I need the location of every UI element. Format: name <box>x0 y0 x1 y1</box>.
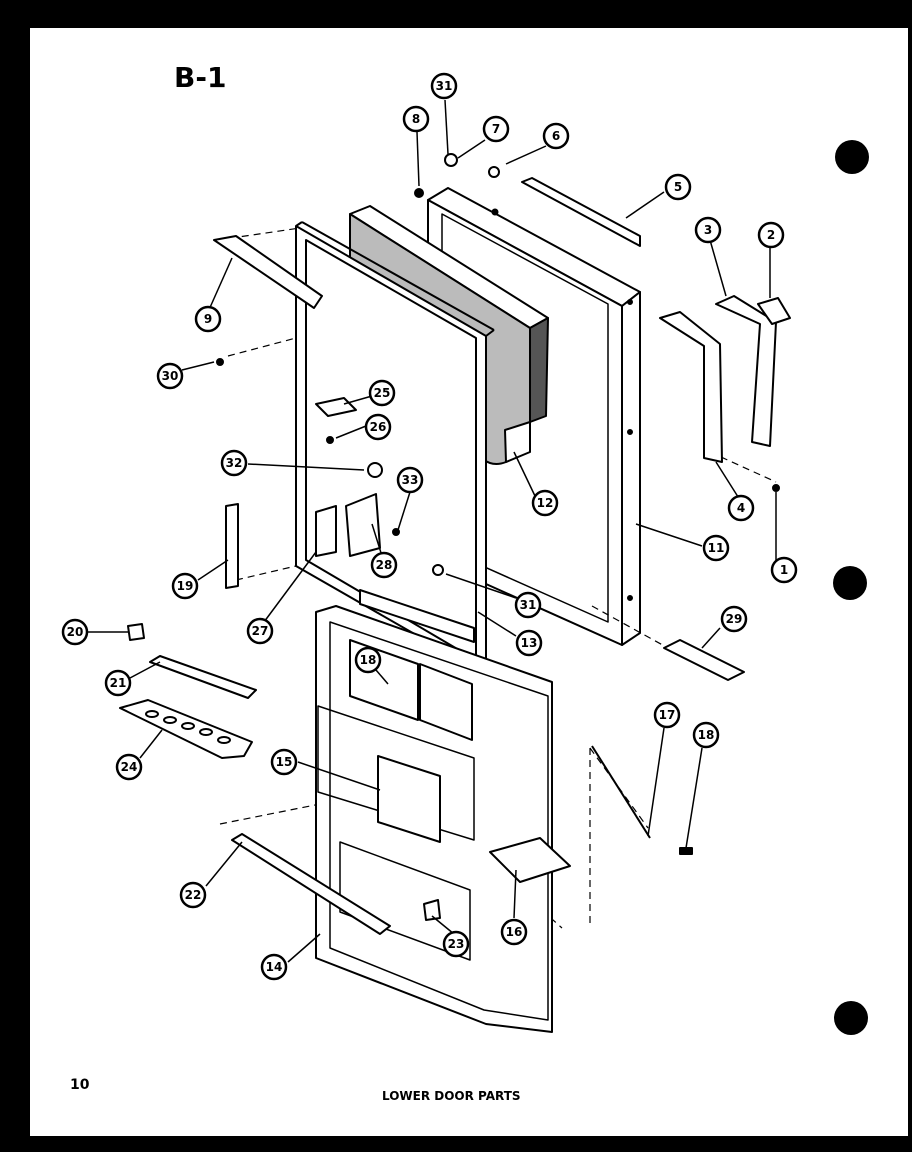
spring-part-18 <box>679 847 693 855</box>
svg-text:31: 31 <box>436 79 453 93</box>
callout-16: 16 <box>500 918 528 946</box>
egg-tray-part-24 <box>119 699 253 759</box>
svg-text:9: 9 <box>204 312 212 326</box>
svg-text:22: 22 <box>185 888 202 902</box>
callout-1: 1 <box>770 556 798 584</box>
callout-23: 23 <box>442 930 470 958</box>
callout-18-liner: 18 <box>354 646 382 674</box>
svg-text:30: 30 <box>162 369 179 383</box>
side-strip-part-19 <box>225 503 239 589</box>
callout-8: 8 <box>402 105 430 133</box>
callout-31-bottom: 31 <box>514 591 542 619</box>
hinge-plate-part-28 <box>345 493 381 557</box>
svg-text:7: 7 <box>492 122 500 136</box>
callout-26: 26 <box>364 413 392 441</box>
callout-17: 17 <box>653 701 681 729</box>
callout-13: 13 <box>515 629 543 657</box>
callout-22: 22 <box>179 881 207 909</box>
pin-part-17 <box>591 745 651 839</box>
svg-text:31: 31 <box>520 598 537 612</box>
svg-text:16: 16 <box>506 925 523 939</box>
callout-15: 15 <box>270 748 298 776</box>
callout-31-top: 31 <box>430 72 458 100</box>
svg-text:8: 8 <box>412 112 420 126</box>
svg-text:5: 5 <box>674 180 682 194</box>
rack-bar-part-21 <box>149 655 257 699</box>
svg-text:23: 23 <box>448 937 465 951</box>
svg-text:25: 25 <box>374 386 391 400</box>
rack-bar-part-22 <box>231 833 391 935</box>
callout-20: 20 <box>61 618 89 646</box>
callout-7: 7 <box>482 115 510 143</box>
svg-text:26: 26 <box>370 420 387 434</box>
svg-text:21: 21 <box>110 676 127 690</box>
svg-text:2: 2 <box>767 228 775 242</box>
svg-text:24: 24 <box>121 760 138 774</box>
plug-strip-part-27 <box>315 505 337 557</box>
svg-text:15: 15 <box>276 755 293 769</box>
svg-text:6: 6 <box>552 129 560 143</box>
punch-hole <box>835 140 869 174</box>
callout-29: 29 <box>720 605 748 633</box>
hinge-brackets-parts-2-3-4 <box>659 295 791 463</box>
page-caption: LOWER DOOR PARTS <box>382 1089 521 1103</box>
callout-24: 24 <box>115 753 143 781</box>
callout-3: 3 <box>694 216 722 244</box>
leader-lines <box>88 99 777 963</box>
svg-text:12: 12 <box>537 496 554 510</box>
svg-text:4: 4 <box>737 501 745 515</box>
callout-2: 2 <box>757 221 785 249</box>
callout-9: 9 <box>194 305 222 333</box>
svg-text:19: 19 <box>177 579 194 593</box>
exploded-view-drawing <box>88 99 791 1033</box>
punch-hole <box>833 566 867 600</box>
callout-11: 11 <box>702 534 730 562</box>
svg-text:32: 32 <box>226 456 243 470</box>
svg-text:17: 17 <box>659 708 676 722</box>
callout-5: 5 <box>664 173 692 201</box>
page-number: 10 <box>70 1077 90 1093</box>
shelf-bar-part-9 <box>213 235 323 309</box>
svg-text:20: 20 <box>67 625 84 639</box>
callout-6: 6 <box>542 122 570 150</box>
dairy-tray-part-16 <box>489 837 571 883</box>
svg-text:1: 1 <box>780 563 788 577</box>
callout-28: 28 <box>370 551 398 579</box>
callout-19: 19 <box>171 572 199 600</box>
svg-text:29: 29 <box>726 612 743 626</box>
callout-30: 30 <box>156 362 184 390</box>
callout-12: 12 <box>531 489 559 517</box>
svg-text:14: 14 <box>266 960 283 974</box>
callout-33: 33 <box>396 466 424 494</box>
bottom-trim-part-29 <box>663 639 745 681</box>
svg-text:18: 18 <box>698 728 715 742</box>
callout-4: 4 <box>727 494 755 522</box>
svg-text:3: 3 <box>704 223 712 237</box>
callout-markers: 1 2 3 4 5 6 7 8 9 11 12 13 14 15 16 17 1… <box>61 72 798 981</box>
callout-25: 25 <box>368 379 396 407</box>
top-trim-part-5 <box>521 177 641 247</box>
svg-text:13: 13 <box>521 636 538 650</box>
svg-text:33: 33 <box>402 473 419 487</box>
callout-18-spring: 18 <box>692 721 720 749</box>
svg-text:27: 27 <box>252 624 269 638</box>
mount-plate-part-25 <box>315 397 357 417</box>
callout-27: 27 <box>246 617 274 645</box>
svg-text:18: 18 <box>360 653 377 667</box>
svg-text:28: 28 <box>376 558 393 572</box>
clip-part-20 <box>127 623 145 641</box>
section-title: B-1 <box>174 61 226 94</box>
clip-part-23 <box>423 899 441 921</box>
svg-text:11: 11 <box>708 541 725 555</box>
punch-hole <box>834 1001 868 1035</box>
callout-21: 21 <box>104 669 132 697</box>
callout-14: 14 <box>260 953 288 981</box>
callout-32: 32 <box>220 449 248 477</box>
